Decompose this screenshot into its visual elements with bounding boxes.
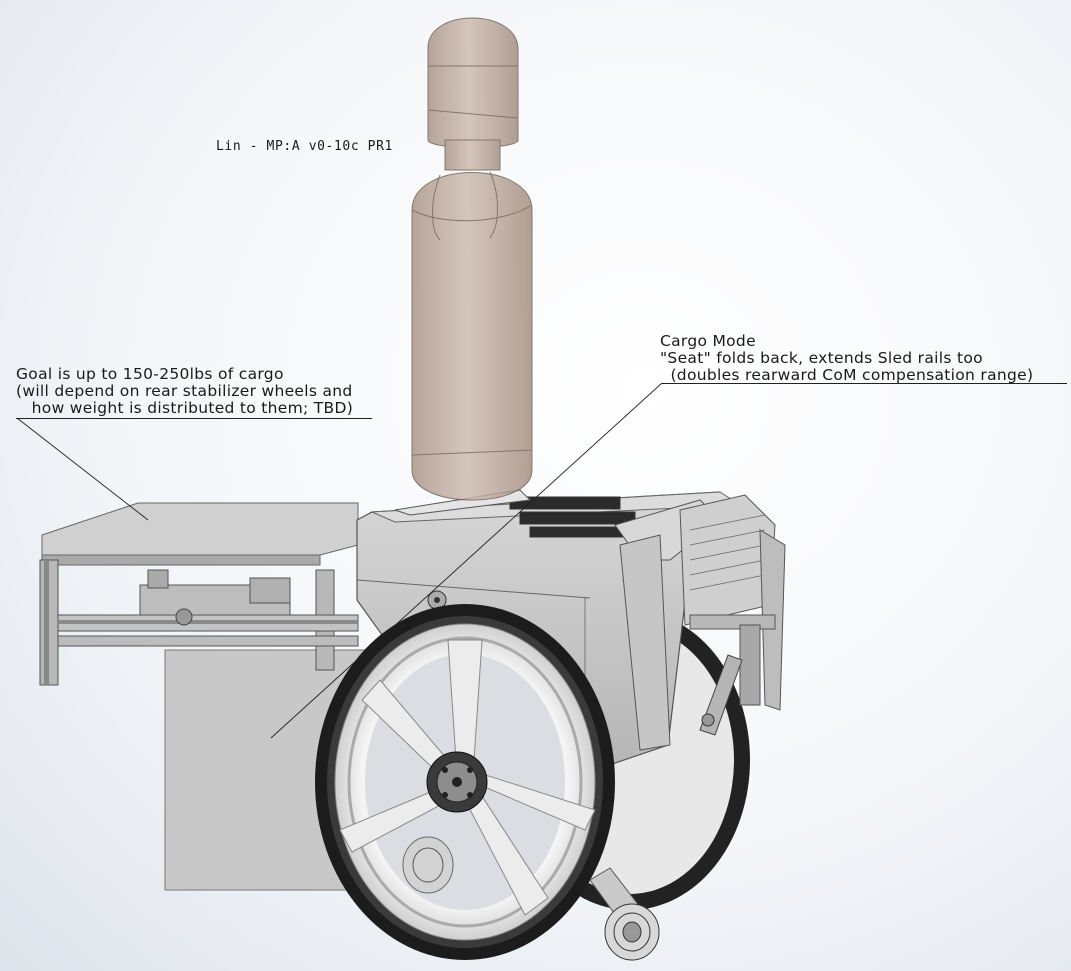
front-electronics-module — [679, 494, 786, 711]
front-drive-wheel — [315, 604, 615, 960]
sled-rail-frame — [39, 502, 359, 686]
cargo-mode-line-1: Cargo Mode — [660, 332, 756, 350]
cargo-mode-underline — [662, 383, 1067, 384]
shock-absorber — [699, 654, 743, 736]
leader-line-cargo-goal — [16, 417, 149, 521]
cargo-mode-line-3: (doubles rearward CoM compensation range… — [660, 366, 1034, 384]
cargo-goal-underline — [16, 418, 372, 419]
rider-dummy — [411, 17, 533, 501]
leader-line-cargo-mode — [270, 382, 663, 739]
top-deck-slots — [509, 496, 636, 538]
wheel-spokes — [339, 639, 596, 916]
cargo-goal-line-3: how weight is distributed to them; TBD) — [16, 399, 354, 417]
cargo-goal-line-2: (will depend on rear stabilizer wheels a… — [16, 382, 353, 400]
cargo-goal-line-1: Goal is up to 150-250lbs of cargo — [16, 365, 284, 383]
rear-stabilizer — [402, 836, 660, 961]
cargo-mode-line-2: "Seat" folds back, extends Sled rails to… — [660, 349, 983, 367]
assembly-title: Lin - MP:A v0-10c PR1 — [216, 139, 393, 154]
